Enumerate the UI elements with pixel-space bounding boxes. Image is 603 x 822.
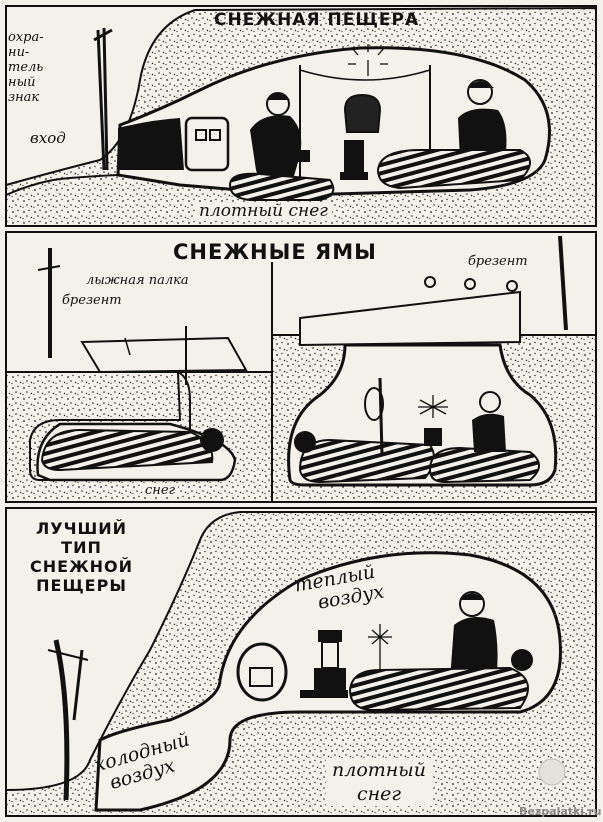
panel-1-title: СНЕЖНАЯ ПЕЩЕРА: [214, 12, 419, 29]
panel-snow-cave: [6, 6, 596, 226]
panel-3-title: ЛУЧШИЙ ТИП СНЕЖНОЙ ПЕЩЕРЫ: [30, 519, 133, 595]
rucksack-3: [238, 644, 286, 700]
marker-label: охра- ни- тель ный знак: [8, 30, 44, 105]
cave-entrance: [118, 118, 184, 170]
tarp-left: [82, 338, 246, 372]
panel-3-snow-label: плотный снег: [326, 758, 432, 806]
sleeping-bag-left: [42, 430, 212, 470]
watermark-logo: [539, 759, 565, 785]
rucksack: [186, 118, 228, 170]
watermark-text: Bezpalatki.ru: [519, 806, 602, 817]
panel-2-title: СНЕЖНЫЕ ЯМЫ: [173, 242, 377, 263]
tarp-left-label: брезент: [62, 294, 122, 307]
sleeping-bag-3: [350, 668, 528, 710]
ski-pole-label: лыжная палка: [86, 274, 189, 287]
entrance-label: вход: [30, 131, 66, 146]
panel-1-snow-label: плотный снег: [195, 203, 332, 220]
tarp-right-label: брезент: [468, 255, 528, 268]
panel-2-snow-label: снег: [142, 484, 178, 497]
